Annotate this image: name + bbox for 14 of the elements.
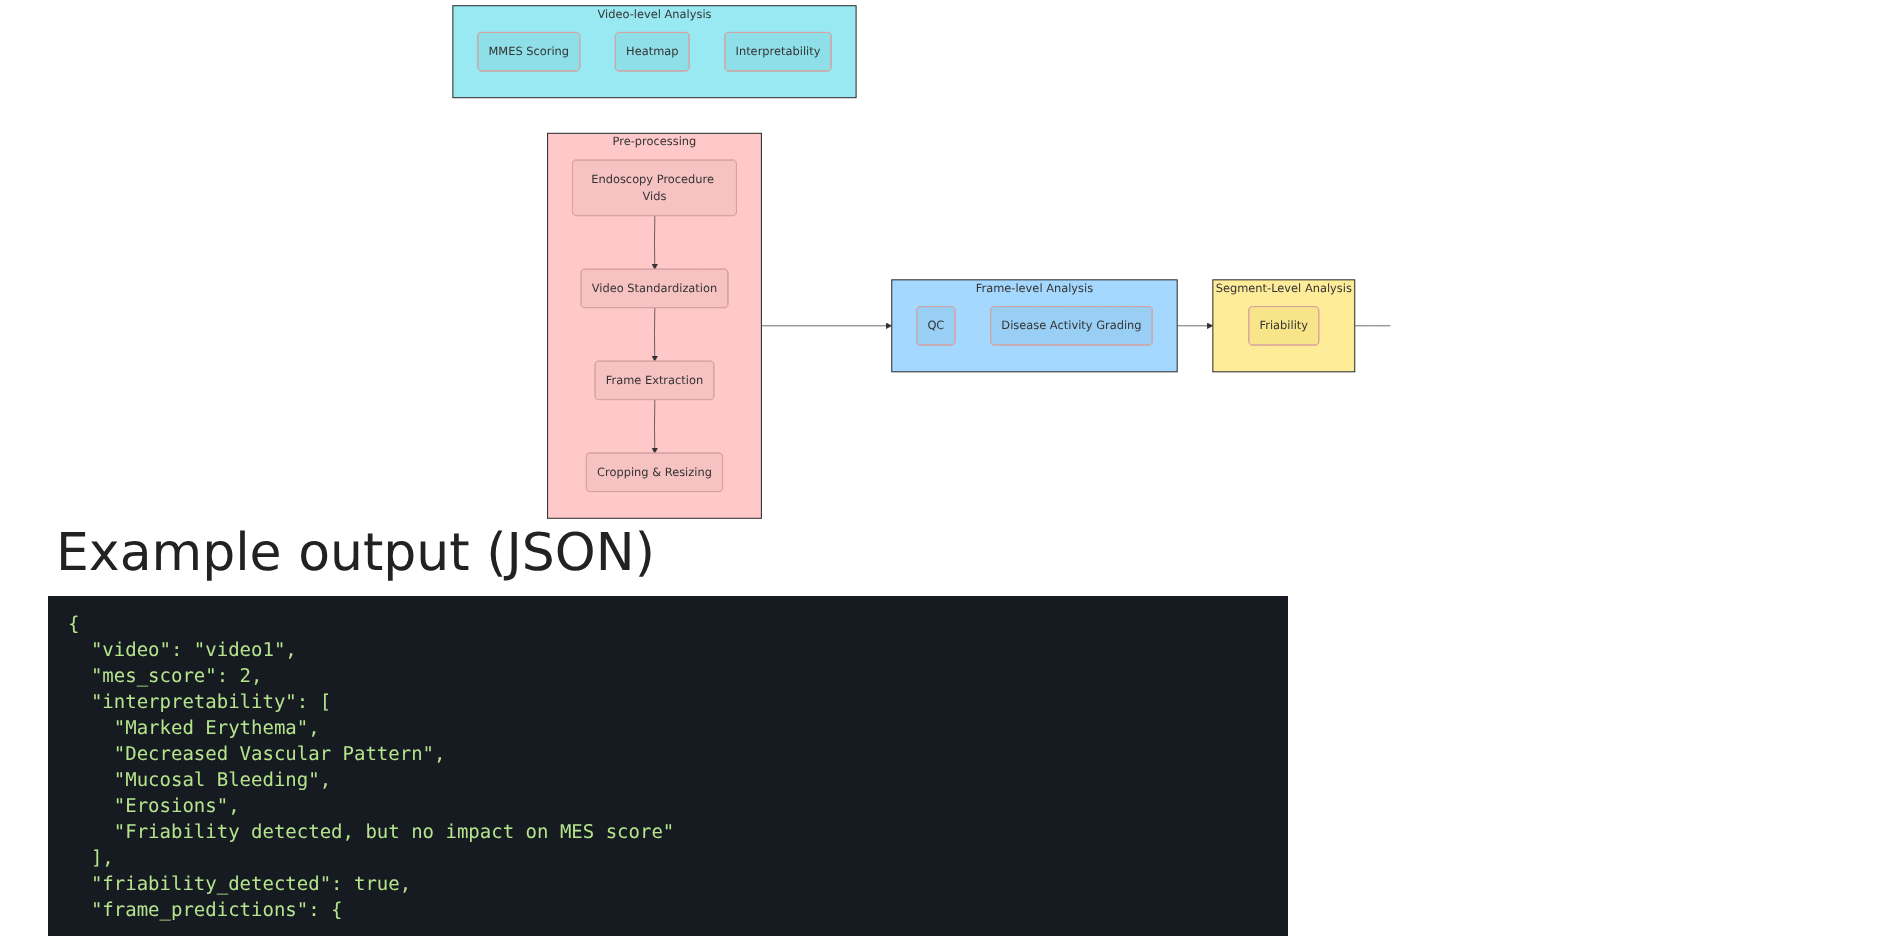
code-line: {: [68, 612, 80, 638]
section-heading: Example output (JSON): [56, 524, 655, 584]
code-line: "Friability detected, but no impact on MES score": [111, 820, 675, 846]
code-line: ],: [88, 846, 114, 872]
code-line: "Marked Erythema",: [111, 716, 320, 742]
code-line: "interpretability": [: [88, 690, 332, 716]
code-line: "Decreased Vascular Pattern",: [111, 742, 446, 768]
code-line: "Mucosal Bleeding",: [111, 768, 332, 794]
code-line: "video": "video1",: [88, 638, 297, 664]
code-line: "mes_score": 2,: [88, 664, 263, 690]
code-line: "frame_predictions": {: [88, 898, 343, 924]
connector: [1354, 325, 1391, 327]
code-line: "friability_detected": true,: [88, 872, 412, 898]
code-line: "Erosions",: [111, 794, 240, 820]
